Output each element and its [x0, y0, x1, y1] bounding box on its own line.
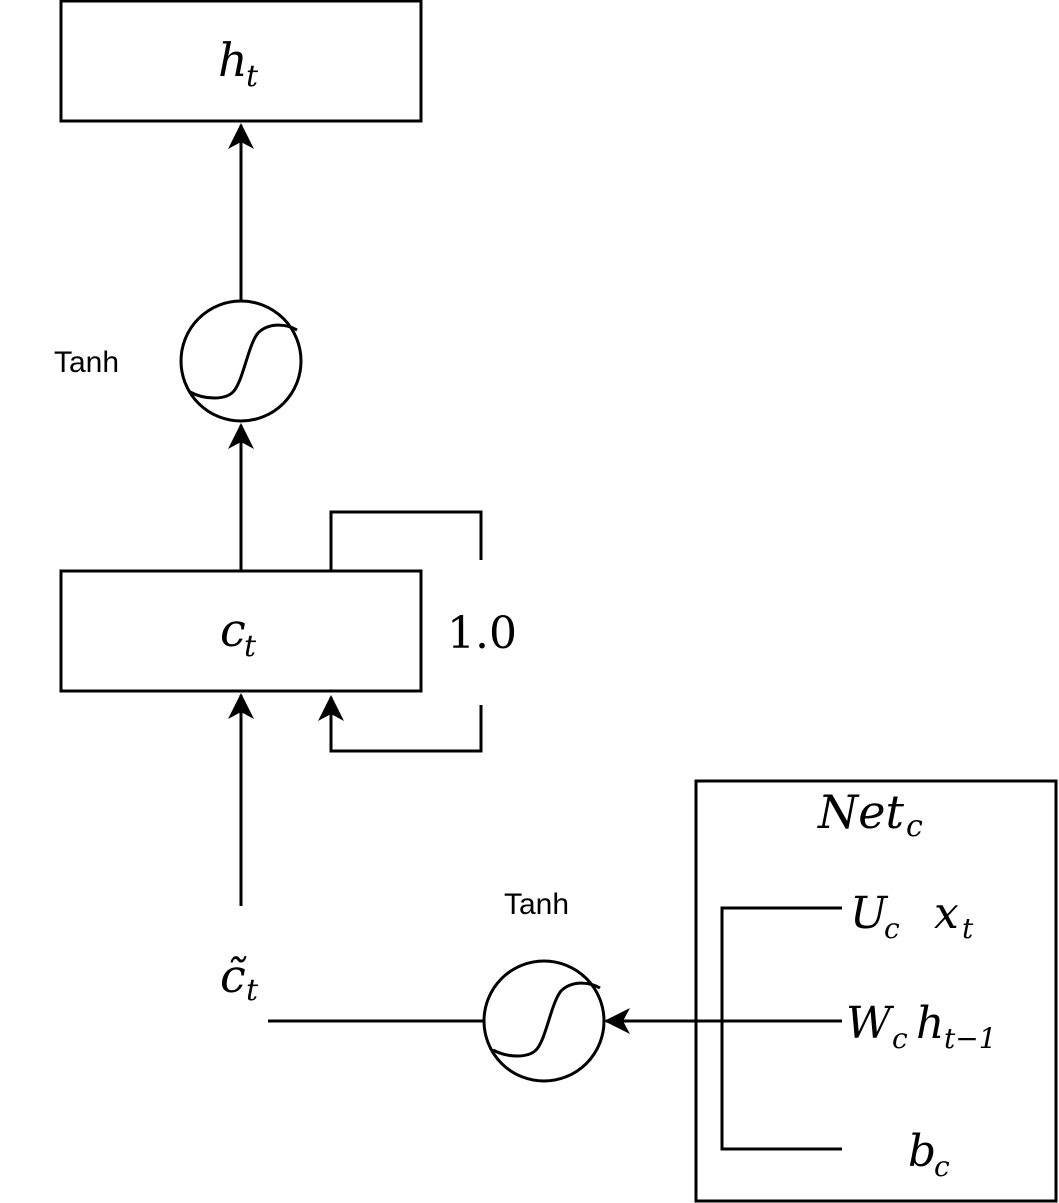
input-x: x [934, 888, 959, 939]
net-c-title-sub: c [906, 809, 923, 844]
self-loop-weight: 1.0 [447, 608, 517, 659]
c-t-box: c t [59, 569, 423, 693]
input-b-sub: c [934, 1150, 950, 1183]
input-bc: b c [908, 1126, 950, 1183]
tanh-bottom-node [482, 959, 606, 1083]
input-w-sub: c [892, 1022, 908, 1055]
c-t-label: c [220, 603, 246, 657]
net-c-title: Net [817, 785, 904, 839]
tanh-top-label: Tanh [54, 346, 119, 379]
h-t-label: h [218, 33, 248, 87]
self-loop-top [329, 510, 483, 570]
c-tilde-label: c̃ [220, 949, 247, 1003]
net-c-box: Net c [694, 779, 1058, 1203]
input-uc-xt: U c x t [850, 888, 974, 945]
input-u-sub: c [884, 912, 900, 945]
input-u: U [850, 888, 889, 939]
tanh-bottom-label: Tanh [504, 888, 569, 921]
input-wc-htm1: W c h t−1 [846, 998, 997, 1055]
input-x-sub: t [962, 912, 974, 945]
c-t-sub: t [244, 629, 257, 664]
input-bracket [720, 906, 842, 1151]
input-b: b [908, 1126, 936, 1177]
h-t-sub: t [246, 59, 259, 94]
input-h-sub: t−1 [944, 1022, 997, 1055]
self-loop-bottom [318, 695, 483, 753]
h-t-box: h t [59, 0, 423, 123]
input-w: W [846, 998, 895, 1049]
input-h: h [916, 998, 944, 1049]
tanh-top-node [179, 299, 303, 423]
sigmoid-curve-icon [189, 323, 298, 400]
sigmoid-curve-icon [492, 981, 601, 1058]
c-tilde-sub: t [246, 973, 259, 1008]
